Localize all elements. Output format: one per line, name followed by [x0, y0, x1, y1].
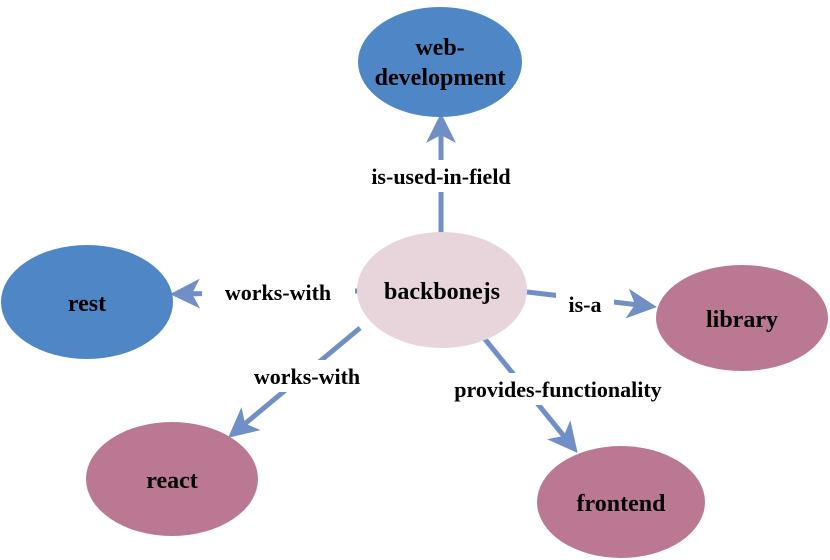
node-label-frontend: frontend	[577, 491, 667, 517]
node-library	[656, 265, 828, 371]
node-label-library: library	[706, 307, 778, 333]
edge-label-works-with-rest: works-with	[225, 280, 331, 305]
node-react	[86, 422, 258, 536]
label-bg-works-with-rest	[202, 276, 355, 308]
node-label-web-development-line2: development	[375, 65, 506, 91]
edge-label-provides-functionality: provides-functionality	[454, 377, 661, 402]
node-label-rest: rest	[68, 291, 106, 317]
label-bg-is-a	[556, 288, 614, 320]
node-backbonejs	[357, 232, 527, 348]
label-bg-is-used-in-field	[346, 160, 536, 192]
node-label-react: react	[146, 468, 198, 494]
node-frontend	[537, 446, 705, 558]
edge-label-is-used-in-field: is-used-in-field	[371, 164, 510, 189]
edge-label-is-a: is-a	[569, 292, 602, 317]
node-web-development	[358, 7, 522, 117]
label-bg-works-with-react	[232, 360, 382, 392]
node-label-web-development-line1: web-	[415, 35, 464, 61]
node-rest	[1, 245, 173, 359]
node-label-backbonejs: backbonejs	[384, 279, 500, 305]
edge-label-works-with-react: works-with	[254, 364, 360, 389]
label-bg-provides-functionality	[420, 373, 696, 405]
